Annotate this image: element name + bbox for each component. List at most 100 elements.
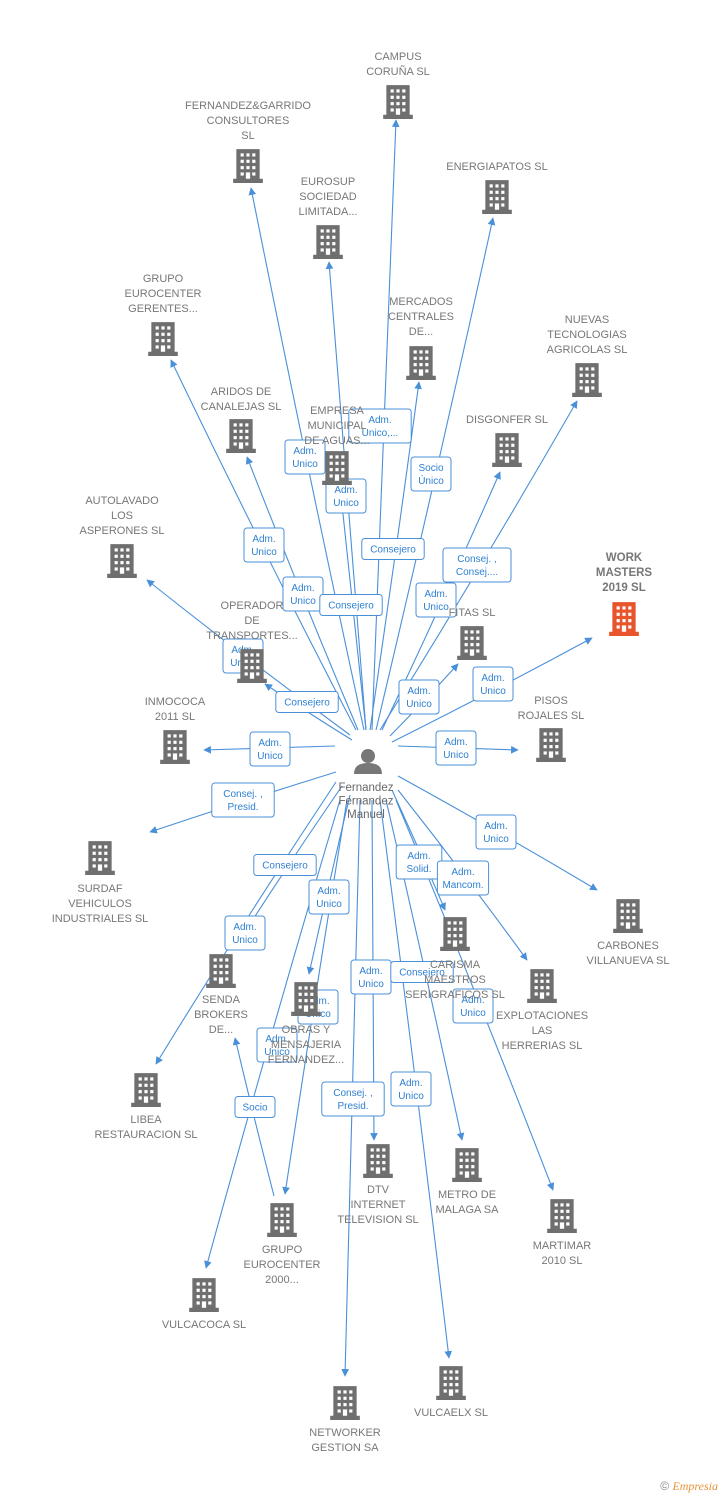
company-name-line: ASPERONES SL [80, 525, 165, 537]
relation-label-workmasters[interactable]: Adm.Unico [472, 666, 514, 702]
person-name-line: Fernandez [339, 796, 394, 808]
relation-label-dtv[interactable]: Adm.Unico [350, 959, 392, 995]
company-name-line: CORUÑA SL [366, 65, 430, 78]
relation-label-text: Unico,... [362, 428, 399, 439]
company-node-eurosup[interactable]: EUROSUPSOCIEDADLIMITADA... [298, 176, 358, 259]
relation-label-disgonfer[interactable]: Adm.Unico [415, 582, 457, 618]
company-name-line: DE... [209, 1024, 233, 1036]
relation-label-text: Consejero [370, 545, 416, 556]
company-node-energiapatos[interactable]: ENERGIAPATOS SL [446, 161, 548, 214]
building-icon [322, 451, 352, 485]
relation-label-empresa[interactable]: Consejero [319, 594, 383, 616]
building-icon [233, 149, 263, 183]
building-icon [267, 1203, 297, 1237]
company-name-line: NUEVAS [565, 314, 609, 326]
company-name-line: WORK [606, 552, 643, 564]
relation-label-nuevas[interactable]: Consej. ,Consej.... [442, 547, 512, 583]
company-node-fitas[interactable]: FITAS SL [449, 607, 496, 660]
company-name-line: HERRERIAS SL [502, 1040, 583, 1052]
company-node-mercados[interactable]: MERCADOSCENTRALESDE... [388, 296, 454, 380]
relation-label-text: Adm. [293, 446, 316, 457]
company-name-line: GRUPO [262, 1244, 303, 1256]
relation-label-metro[interactable]: Consejero [390, 961, 454, 983]
relation-label-text: Unico [423, 602, 449, 613]
relation-label-text: Unico [333, 498, 359, 509]
company-name-line: FERNANDEZ... [268, 1054, 344, 1066]
relation-label-surdaf[interactable]: Consej. ,Presid. [211, 782, 275, 818]
relation-label-mercados[interactable]: Consejero [361, 538, 425, 560]
company-name-line: INDUSTRIALES SL [52, 913, 149, 925]
relation-label-text: Consejero [399, 968, 445, 979]
relation-label-carbones[interactable]: Adm.Unico [475, 814, 517, 850]
relation-label-text: Adm. [481, 673, 504, 684]
relation-label-senda_socio[interactable]: Socio [234, 1096, 276, 1118]
company-name-line: ENERGIAPATOS SL [446, 161, 547, 173]
company-name-line: RESTAURACION SL [94, 1129, 197, 1141]
company-name-line: PISOS [534, 695, 568, 707]
company-name-line: MAESTROS [424, 974, 486, 986]
relation-label-vulcaelx[interactable]: Adm.Unico [390, 1071, 432, 1107]
relation-label-fergarrido[interactable]: Adm.Unico [284, 439, 326, 475]
company-node-obras[interactable]: OBRAS YMENSAJERIAFERNANDEZ... [268, 982, 344, 1066]
relation-label-text: Unico [264, 1047, 290, 1058]
relation-label-campus[interactable]: Adm.Unico,... [348, 408, 412, 444]
relation-label-aridos[interactable]: Adm.Unico [282, 576, 324, 612]
relation-label-inmococa[interactable]: Adm.Unico [249, 731, 291, 767]
company-name-line: CONSULTORES [207, 115, 290, 127]
company-name-line: FITAS SL [449, 607, 496, 619]
relation-label-text: Adm. [317, 886, 340, 897]
relation-label-text: Consej. , [223, 789, 262, 800]
relation-label-senda[interactable]: Adm.Unico [224, 915, 266, 951]
relation-label-operador[interactable]: Consejero [275, 691, 339, 713]
relation-label-obras[interactable]: Adm.Unico [308, 879, 350, 915]
company-name-line: ROJALES SL [518, 710, 585, 722]
company-node-vulcaelx[interactable]: VULCAELX SL [414, 1366, 488, 1419]
relation-label-fitas[interactable]: Adm.Unico [398, 679, 440, 715]
relation-label-text: Unico [358, 979, 384, 990]
relation-label-text: Adm. [407, 686, 430, 697]
relation-label-eurocenterg[interactable]: Adm.Unico [243, 527, 285, 563]
company-node-disgonfer[interactable]: DISGONFER SL [466, 414, 548, 467]
relation-label-pisos[interactable]: Adm.Unico [435, 730, 477, 766]
building-icon [206, 954, 236, 988]
relation-label-carisma[interactable]: Adm.Solid. [395, 844, 443, 880]
relation-label-vulcacoca[interactable]: Adm. Unico [256, 1027, 298, 1063]
company-name-line: OPERADOR [221, 600, 284, 612]
company-node-senda[interactable]: SENDABROKERSDE... [194, 954, 248, 1036]
relation-label-explotaciones[interactable]: Adm.Mancom. [436, 860, 490, 896]
company-node-operador[interactable]: OPERADORDETRANSPORTES... [206, 600, 298, 683]
relation-label-networker[interactable]: Consej. ,Presid. [321, 1081, 385, 1117]
company-node-vulcacoca[interactable]: VULCACOCA SL [162, 1278, 246, 1331]
company-node-pisos[interactable]: PISOS ROJALES SL [518, 695, 585, 762]
company-name-line: LIMITADA... [298, 206, 357, 218]
building-icon [457, 626, 487, 660]
company-node-eurocenter2000[interactable]: GRUPOEUROCENTER2000... [243, 1203, 321, 1286]
building-icon [291, 982, 321, 1016]
relation-label-martimar[interactable]: Adm.Unico [452, 988, 494, 1024]
company-node-eurocenterg[interactable]: GRUPOEUROCENTERGERENTES... [124, 273, 202, 356]
relation-label-libea[interactable]: Consejero [253, 854, 317, 876]
relation-label-eurosup[interactable]: Adm.Unico [325, 478, 367, 514]
brand-logo[interactable]: Empresia [672, 1479, 718, 1493]
relation-label-text: Adm. [265, 1034, 288, 1045]
